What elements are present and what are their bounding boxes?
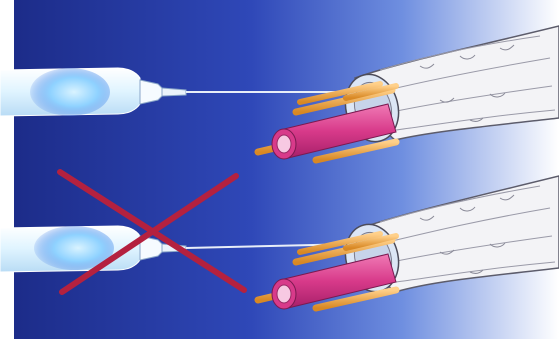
left-margin <box>0 0 14 339</box>
